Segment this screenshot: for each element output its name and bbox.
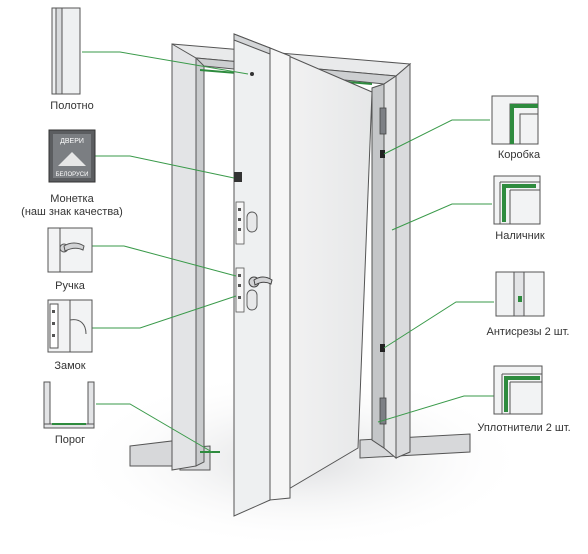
monetka-badge: ДВЕРИ БЕЛОРУСИ xyxy=(48,129,96,183)
label-antisrezy: Антисрезы 2 шт. xyxy=(486,326,570,338)
escutcheons xyxy=(246,211,258,311)
label-zamok: Замок xyxy=(54,360,86,372)
nalichnik-thumb-seal xyxy=(502,184,536,222)
badge-line2: БЕЛОРУСИ xyxy=(56,172,89,178)
badge-line1: ДВЕРИ xyxy=(60,138,84,145)
nalichnik-thumb xyxy=(493,175,541,225)
door-leaf xyxy=(233,33,373,517)
callout-lines xyxy=(80,51,494,453)
label-uplotniteli: Уплотнители 2 шт. xyxy=(477,422,571,434)
zamok-thumb-bolts xyxy=(52,310,55,337)
zamok-thumb xyxy=(47,299,93,353)
label-polotno: Полотно xyxy=(50,100,94,112)
anti-cut-pins xyxy=(380,150,385,352)
lock-bolts xyxy=(238,208,241,299)
lock-plates xyxy=(235,201,245,313)
uplotniteli-thumb xyxy=(493,365,543,415)
label-korobka: Коробка xyxy=(497,149,541,161)
door-handle xyxy=(248,276,273,288)
uplotniteli-thumb-seal xyxy=(504,376,540,412)
leaf-dot xyxy=(250,72,254,76)
korobka-thumb-seal xyxy=(510,104,538,144)
ruchka-thumb xyxy=(47,227,93,273)
coin-mark xyxy=(234,172,242,182)
label-monetka-line1: Монетка xyxy=(50,193,94,205)
label-monetka-line2: (наш знак качества) xyxy=(21,206,123,218)
polotno-thumb xyxy=(51,7,81,95)
label-ruchka: Ручка xyxy=(55,280,85,292)
label-nalichnik: Наличник xyxy=(495,230,545,242)
korobka-thumb xyxy=(491,95,539,145)
antisrezy-thumb-pin xyxy=(518,296,522,302)
label-porog: Порог xyxy=(54,434,86,446)
antisrezy-thumb xyxy=(495,271,545,317)
hinges xyxy=(379,107,387,425)
porog-thumb xyxy=(43,381,95,429)
